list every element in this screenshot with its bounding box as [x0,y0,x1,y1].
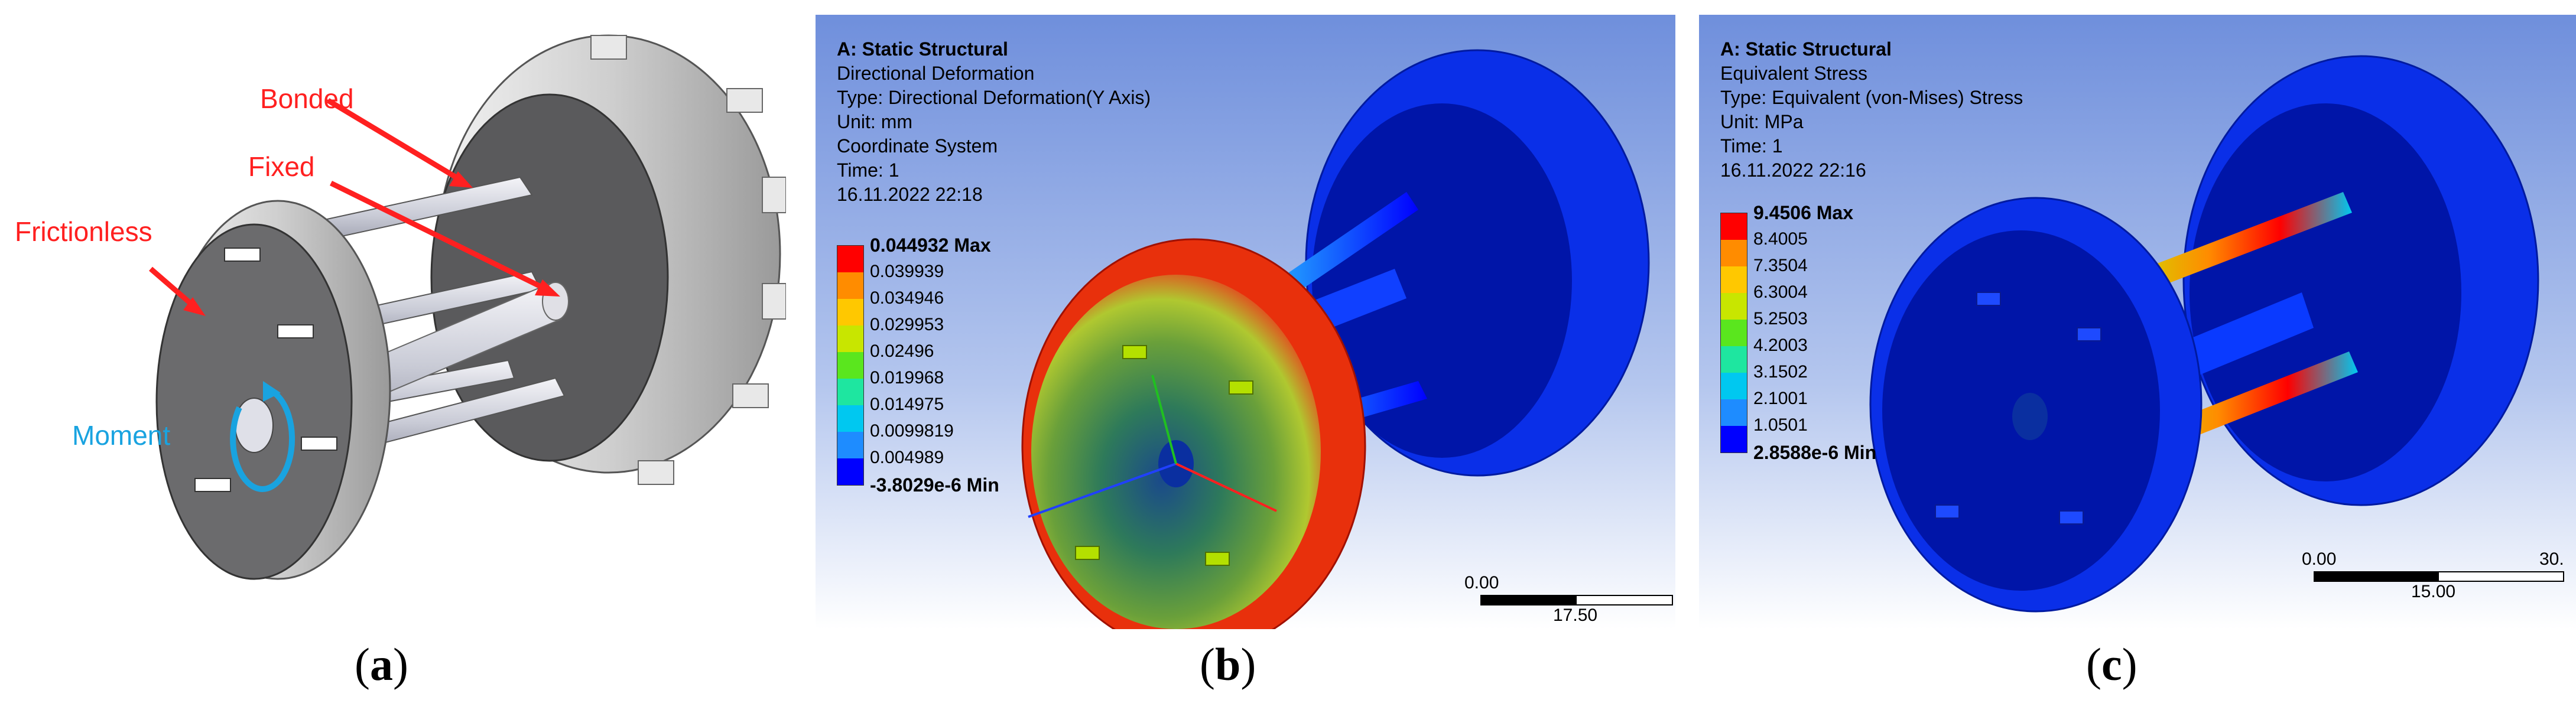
legend-value: 0.014975 [870,395,944,414]
annotation-arrows [149,98,560,316]
legend-value: 0.02496 [870,341,934,361]
legend-color-bar [837,245,864,486]
legend-value: 1.0501 [1753,415,1808,435]
moment-arrow [230,381,295,492]
scale-bar-end: 30. [2539,549,2564,569]
legend-min: -3.8029e-6 Min [870,474,999,496]
caption-b: (b) [1200,639,1256,690]
label-bonded: Bonded [260,83,354,114]
analysis-title: A: Static Structural [1720,38,1892,60]
legend-max: 0.044932 Max [870,235,991,256]
label-frictionless: Frictionless [15,216,152,247]
result-unit: Unit: mm [837,111,912,132]
legend-value: 5.2503 [1753,309,1808,328]
fea-view-stress: A: Static Structural Equivalent Stress T… [1699,15,2576,629]
result-type: Type: Directional Deformation(Y Axis) [837,87,1151,108]
small-gear [155,200,391,580]
legend-value: 2.1001 [1753,389,1808,408]
panel-c: A: Static Structural Equivalent Stress T… [1699,0,2576,713]
legend-value: 0.029953 [870,315,944,334]
legend-value: 3.1502 [1753,362,1808,382]
label-fixed: Fixed [248,151,315,182]
scale-bar [1480,595,1673,605]
result-type: Type: Equivalent (von-Mises) Stress [1720,87,2023,108]
scale-bar-start: 0.00 [2302,549,2337,569]
result-header: A: Static Structural Equivalent Stress T… [1720,37,2023,183]
legend-value: 0.0099819 [870,421,954,441]
result-date: 16.11.2022 22:16 [1720,159,1866,181]
result-time: Time: 1 [1720,135,1783,157]
small-gear-stress [1869,197,2203,613]
large-gear-deformed [1305,49,1650,477]
legend-max: 9.4506 Max [1753,202,1854,223]
caption-c: (c) [2086,639,2138,690]
result-time: Time: 1 [837,159,899,181]
legend-value: 0.004989 [870,448,944,467]
result-name: Directional Deformation [837,63,1035,84]
legend-min: 2.8588e-6 Min [1753,442,1877,463]
result-name: Equivalent Stress [1720,63,1868,84]
panel-a: Bonded Fixed Frictionless Moment (a) [0,0,786,713]
scale-bar-mid: 15.00 [2411,582,2456,601]
result-header: A: Static Structural Directional Deforma… [837,37,1151,207]
analysis-title: A: Static Structural [837,38,1008,60]
panel-b: A: Static Structural Directional Deforma… [816,0,1678,713]
gear-assembly-model [149,34,786,580]
scale-bar [2314,571,2564,582]
legend-color-bar [1720,213,1747,453]
legend-value: 4.2003 [1753,336,1808,355]
result-date: 16.11.2022 22:18 [837,184,983,205]
fea-view-deformation: A: Static Structural Directional Deforma… [816,15,1675,629]
legend-value: 8.4005 [1753,229,1808,249]
legend-value: 7.3504 [1753,256,1808,275]
legend-value: 0.039939 [870,262,944,281]
legend-value: 0.019968 [870,368,944,388]
result-coord: Coordinate System [837,135,998,157]
scale-bar-end: 17.50 [1553,605,1598,625]
scale-bar-start: 0.00 [1464,573,1499,592]
large-gear-stress [2182,55,2539,506]
result-unit: Unit: MPa [1720,111,1804,132]
small-gear-deformed [1021,238,1366,629]
legend-value: 0.034946 [870,288,944,308]
caption-a: (a) [355,639,408,690]
label-moment: Moment [72,420,171,451]
legend-value: 6.3004 [1753,282,1808,302]
